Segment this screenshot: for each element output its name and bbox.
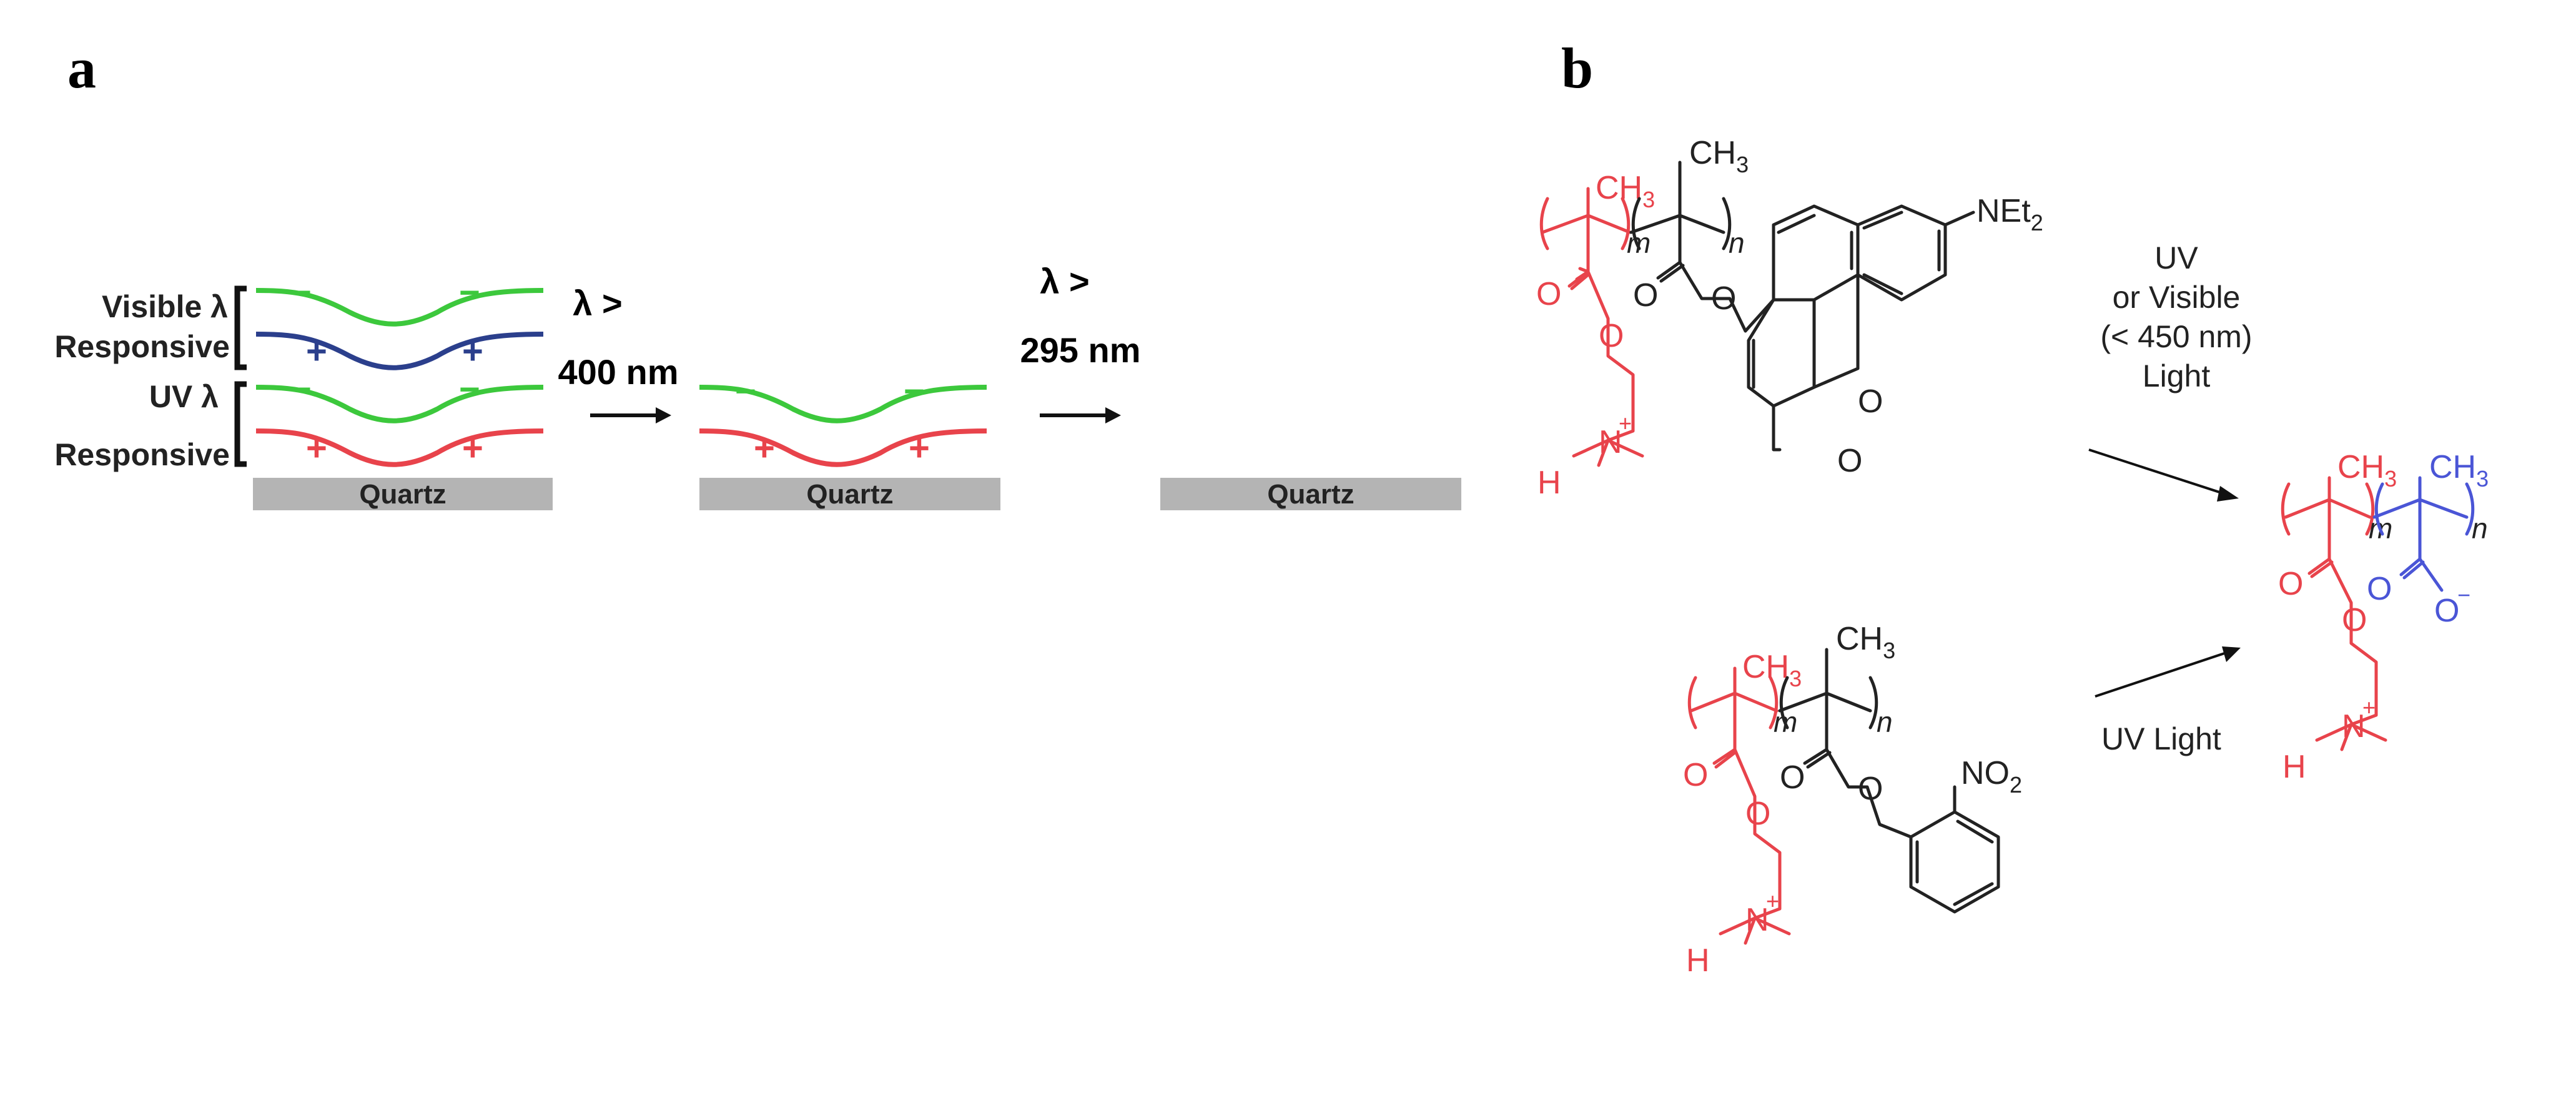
carboxylate-charge: −	[2457, 582, 2470, 608]
repeat-index-n: n	[2472, 512, 2488, 545]
film-stack-after-visible: − − + +	[699, 371, 987, 468]
reaction-arrow-upper	[2088, 448, 2239, 502]
quartz-label: Quartz	[1267, 479, 1354, 510]
plus-sign: +	[306, 331, 327, 372]
ammonium-nitrogen-label: N	[1599, 424, 1622, 460]
nitrobenzyl-copolymer: CH3 O O N + H m CH3 O O NO2 n	[1683, 621, 2022, 979]
nitro-group-label: NO2	[1961, 755, 2022, 798]
uv-responsive-label-line2: Responsive	[54, 437, 230, 472]
step2-wavelength-line1: λ >	[1040, 262, 1089, 301]
plus-sign: +	[462, 428, 483, 468]
film-stack-initial: − − + + − − + +	[255, 272, 544, 468]
condition-line-wavelength: (< 450 nm)	[2100, 319, 2252, 354]
step2-arrow	[1040, 407, 1121, 423]
ch3-label: CH3	[2337, 449, 2397, 492]
minus-sign: −	[459, 369, 480, 410]
plus-sign: +	[754, 428, 775, 468]
visible-responsive-label-line2: Responsive	[54, 329, 230, 364]
carboxylate-anion-oxygen-label: O	[2434, 593, 2459, 629]
visible-cationic-layer	[255, 332, 544, 370]
uv-bracket	[234, 381, 247, 467]
diethylamino-label: NEt2	[1976, 193, 2043, 235]
repeat-index-n: n	[1729, 227, 1745, 259]
quartz-label: Quartz	[806, 479, 893, 510]
minus-sign: −	[459, 272, 480, 313]
minus-sign: −	[735, 371, 756, 412]
condition-line-visible: or Visible	[2113, 280, 2241, 315]
carbonyl-oxygen-label: O	[2278, 566, 2303, 602]
product-copolymer: CH3 O O N + H m CH3 O O − n	[2278, 449, 2489, 785]
repeat-bracket-left	[1539, 197, 1549, 250]
minus-sign: −	[290, 272, 312, 313]
visible-bracket	[234, 285, 247, 370]
ammonium-hydrogen-label: H	[1537, 465, 1561, 501]
ammonium-charge: +	[1766, 888, 1779, 914]
uv-cationic-layer	[255, 428, 544, 467]
plus-sign: +	[462, 331, 483, 372]
uv-anionic-layer	[699, 385, 987, 423]
ammonium-charge: +	[2362, 695, 2376, 720]
step2-wavelength-line2: 295 nm	[1020, 330, 1141, 370]
lactone-carbonyl-oxygen-label: O	[1837, 443, 1862, 479]
ch3-label: CH3	[1596, 170, 1655, 212]
ammonium-hydrogen-label: H	[2282, 749, 2306, 785]
carbonyl-oxygen-label: O	[1780, 759, 1805, 796]
panel-a-label: a	[67, 36, 96, 100]
ch3-label: CH3	[2429, 449, 2489, 492]
step1-arrow	[590, 407, 671, 423]
carbonyl-oxygen-label: O	[1683, 757, 1708, 793]
ester-oxygen-label: O	[1711, 280, 1736, 317]
ester-oxygen-label: O	[1745, 796, 1770, 832]
ammonium-nitrogen-label: N	[2342, 708, 2366, 744]
ch3-label: CH3	[1742, 649, 1802, 691]
condition-line-light: Light	[2143, 359, 2211, 393]
quartz-substrate-2	[699, 478, 1000, 510]
condition-line-uv: UV	[2154, 240, 2198, 275]
condition-uv-light: UV Light	[2101, 721, 2221, 756]
step1-wavelength-line1: λ >	[573, 284, 622, 323]
ch3-label: CH3	[1689, 135, 1749, 177]
carboxylate-oxygen-label: O	[2367, 571, 2392, 607]
ammonium-nitrogen-label: N	[1745, 902, 1769, 938]
visible-anionic-layer	[255, 288, 544, 327]
ester-oxygen-label: O	[1599, 318, 1624, 354]
visible-responsive-label-line1: Visible λ	[102, 289, 228, 324]
carbonyl-oxygen-label: O	[1536, 276, 1561, 312]
uv-anionic-layer	[255, 385, 544, 423]
panel-b-label: b	[1561, 36, 1593, 100]
reaction-arrow-lower	[2095, 646, 2241, 698]
coumarin-copolymer: CH3 O O N + H m CH3 O O O O NEt2 n	[1536, 135, 2043, 501]
repeat-bracket-right	[1621, 197, 1631, 250]
quartz-substrate-3	[1160, 478, 1461, 510]
ammonium-hydrogen-label: H	[1686, 942, 1710, 979]
uv-cationic-layer	[699, 428, 987, 467]
step1-wavelength-line2: 400 nm	[558, 352, 679, 392]
ester-oxygen-label: O	[2342, 602, 2367, 638]
uv-responsive-label-line1: UV λ	[149, 379, 219, 414]
quartz-substrate-1	[253, 478, 553, 510]
quartz-label: Quartz	[359, 479, 446, 510]
ammonium-charge: +	[1619, 410, 1632, 436]
carbonyl-double-bond	[1567, 270, 1590, 290]
plus-sign: +	[909, 428, 930, 468]
lactone-oxygen-label: O	[1858, 383, 1883, 420]
minus-sign: −	[904, 371, 925, 412]
carbonyl-oxygen-label: O	[1633, 277, 1658, 314]
minus-sign: −	[290, 369, 312, 410]
repeat-index-n: n	[1877, 706, 1893, 738]
ch3-label: CH3	[1836, 621, 1895, 663]
ester-oxygen-label: O	[1858, 771, 1883, 807]
plus-sign: +	[306, 428, 327, 468]
